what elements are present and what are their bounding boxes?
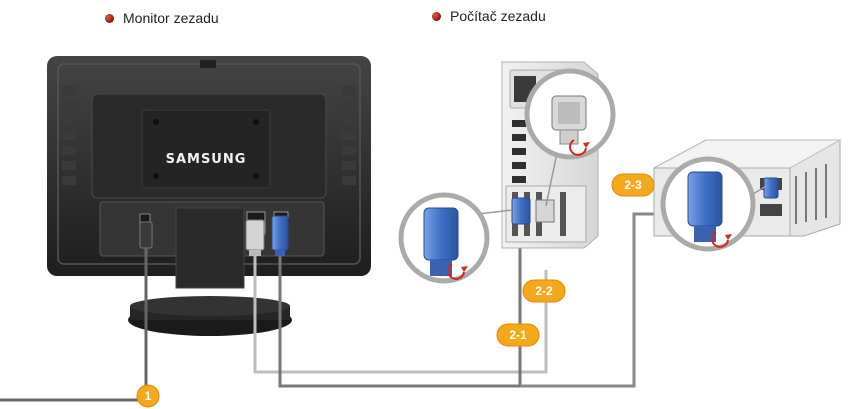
badge-step-2-3: 2-3	[612, 174, 654, 196]
vga-connector-icon	[764, 178, 778, 198]
svg-text:2-1: 2-1	[509, 328, 527, 342]
badge-power: 1	[137, 385, 159, 407]
svg-text:1: 1	[145, 389, 152, 403]
monitor-brand-logo: SAMSUNG	[166, 152, 247, 167]
badge-step-2-1: 2-1	[497, 324, 539, 346]
svg-text:2-3: 2-3	[624, 178, 642, 192]
badge-step-2-2: 2-2	[523, 280, 565, 302]
zoom-bubble-pc-vga	[401, 195, 512, 281]
vga-connector-icon	[272, 216, 288, 256]
pc-dvi-port	[536, 200, 554, 222]
svg-text:2-2: 2-2	[535, 284, 553, 298]
vga-connector-icon	[512, 198, 530, 224]
monitor-stand-neck	[176, 208, 244, 288]
monitor-rear: SAMSUNG	[47, 56, 371, 336]
power-plug-icon	[140, 222, 152, 248]
